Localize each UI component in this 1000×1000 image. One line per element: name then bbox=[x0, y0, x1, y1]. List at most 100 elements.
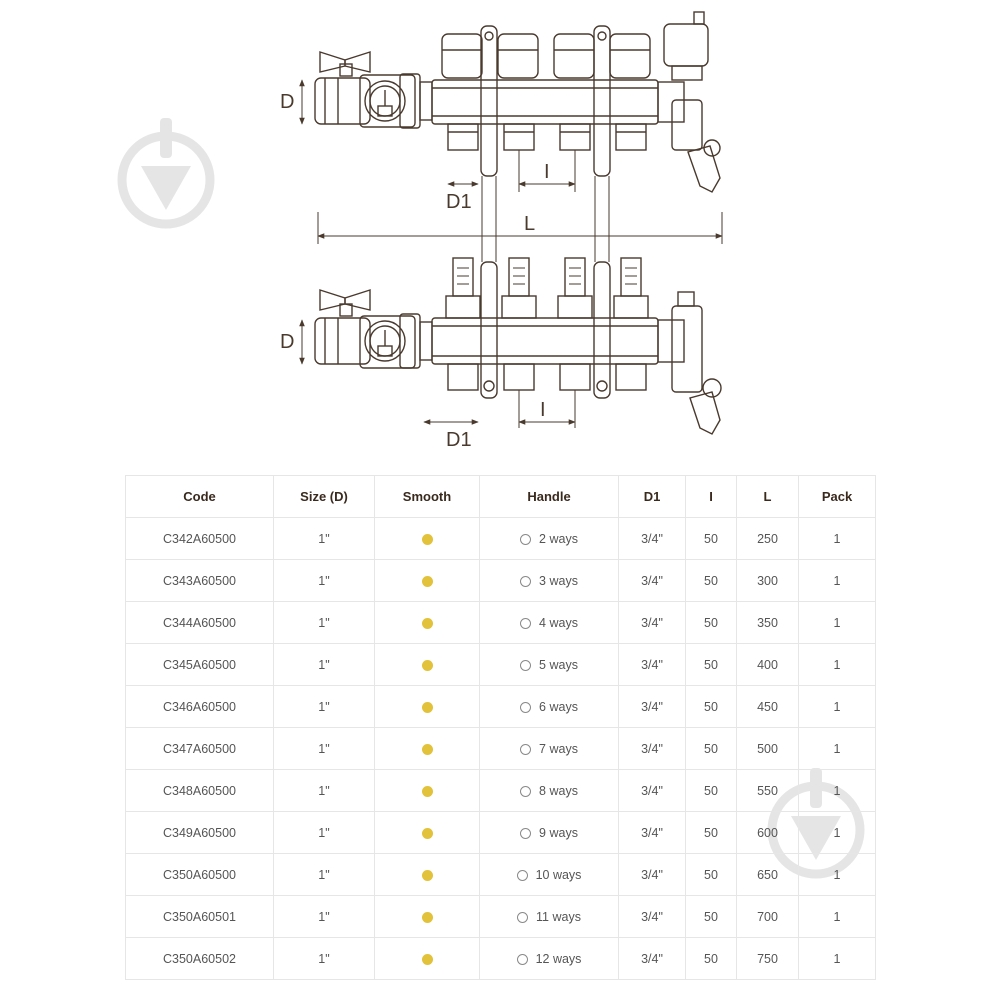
cell-i: 50 bbox=[685, 895, 737, 938]
filled-dot-icon bbox=[421, 617, 433, 629]
cell-smooth bbox=[374, 601, 480, 644]
cell-smooth bbox=[374, 727, 480, 770]
empty-circle-icon bbox=[520, 575, 532, 587]
cell-pack: 1 bbox=[798, 895, 876, 938]
cell-code: C343A60500 bbox=[125, 559, 274, 602]
empty-circle-icon bbox=[520, 827, 532, 839]
cell-l: 300 bbox=[736, 559, 799, 602]
cell-i: 50 bbox=[685, 559, 737, 602]
cell-size: 1" bbox=[273, 727, 375, 770]
header-handle: Handle bbox=[479, 475, 619, 518]
cell-l: 550 bbox=[736, 769, 799, 812]
cell-d1: 3/4" bbox=[618, 895, 686, 938]
cell-smooth bbox=[374, 811, 480, 854]
cell-size: 1" bbox=[273, 559, 375, 602]
dimension-label-d1-top: D1 bbox=[446, 191, 472, 213]
empty-circle-icon bbox=[520, 743, 532, 755]
cell-code: C346A60500 bbox=[125, 685, 274, 728]
cell-l: 600 bbox=[736, 811, 799, 854]
dimension-label-i-top: I bbox=[544, 161, 550, 183]
cell-l: 500 bbox=[736, 727, 799, 770]
cell-d1: 3/4" bbox=[618, 685, 686, 728]
cell-pack: 1 bbox=[798, 769, 876, 812]
cell-size: 1" bbox=[273, 811, 375, 854]
header-size: Size (D) bbox=[273, 475, 375, 518]
cell-d1: 3/4" bbox=[618, 811, 686, 854]
top-manifold bbox=[314, 11, 721, 193]
handle-ways: 7 ways bbox=[539, 741, 578, 756]
cell-i: 50 bbox=[685, 685, 737, 728]
header-l: L bbox=[736, 475, 799, 518]
cell-pack: 1 bbox=[798, 517, 876, 560]
cell-handle: 10 ways bbox=[479, 853, 619, 896]
cell-code: C347A60500 bbox=[125, 727, 274, 770]
cell-pack: 1 bbox=[798, 853, 876, 896]
bottom-manifold bbox=[314, 257, 722, 435]
cell-pack: 1 bbox=[798, 559, 876, 602]
handle-ways: 11 ways bbox=[536, 909, 581, 924]
cell-pack: 1 bbox=[798, 643, 876, 686]
cell-size: 1" bbox=[273, 643, 375, 686]
dimension-label-d1-bottom: D1 bbox=[446, 429, 472, 451]
cell-code: C344A60500 bbox=[125, 601, 274, 644]
filled-dot-icon bbox=[421, 827, 433, 839]
cell-l: 750 bbox=[736, 937, 799, 980]
cell-i: 50 bbox=[685, 517, 737, 560]
filled-dot-icon bbox=[421, 911, 433, 923]
cell-handle: 2 ways bbox=[479, 517, 619, 560]
cell-handle: 9 ways bbox=[479, 811, 619, 854]
header-i: I bbox=[685, 475, 737, 518]
spec-table: Code Size (D) Smooth Handle D1 I L Pack … bbox=[125, 475, 876, 980]
cell-d1: 3/4" bbox=[618, 727, 686, 770]
header-code: Code bbox=[125, 475, 274, 518]
empty-circle-icon bbox=[520, 785, 532, 797]
cell-handle: 5 ways bbox=[479, 643, 619, 686]
cell-d1: 3/4" bbox=[618, 601, 686, 644]
handle-ways: 3 ways bbox=[539, 573, 578, 588]
cell-smooth bbox=[374, 769, 480, 812]
empty-circle-icon bbox=[516, 953, 528, 965]
cell-smooth bbox=[374, 643, 480, 686]
cell-size: 1" bbox=[273, 853, 375, 896]
dimension-label-i-bottom: I bbox=[540, 399, 546, 421]
table-header-row: Code Size (D) Smooth Handle D1 I L Pack bbox=[125, 475, 876, 518]
filled-dot-icon bbox=[421, 869, 433, 881]
handle-ways: 8 ways bbox=[539, 783, 578, 798]
cell-smooth bbox=[374, 685, 480, 728]
dimension-label-d-bottom: D bbox=[280, 331, 294, 353]
cell-handle: 8 ways bbox=[479, 769, 619, 812]
cell-smooth bbox=[374, 853, 480, 896]
cell-l: 700 bbox=[736, 895, 799, 938]
cell-code: C345A60500 bbox=[125, 643, 274, 686]
cell-l: 250 bbox=[736, 517, 799, 560]
handle-ways: 12 ways bbox=[535, 951, 582, 966]
filled-dot-icon bbox=[421, 575, 433, 587]
dimension-label-l: L bbox=[524, 213, 535, 235]
filled-dot-icon bbox=[421, 701, 433, 713]
cell-code: C350A60501 bbox=[125, 895, 274, 938]
handle-ways: 9 ways bbox=[539, 825, 578, 840]
cell-size: 1" bbox=[273, 601, 375, 644]
cell-pack: 1 bbox=[798, 685, 876, 728]
cell-d1: 3/4" bbox=[618, 937, 686, 980]
cell-size: 1" bbox=[273, 895, 375, 938]
empty-circle-icon bbox=[520, 659, 532, 671]
cell-code: C348A60500 bbox=[125, 769, 274, 812]
header-pack: Pack bbox=[798, 475, 876, 518]
cell-d1: 3/4" bbox=[618, 559, 686, 602]
cell-i: 50 bbox=[685, 937, 737, 980]
cell-size: 1" bbox=[273, 517, 375, 560]
filled-dot-icon bbox=[421, 953, 433, 965]
cell-smooth bbox=[374, 559, 480, 602]
filled-dot-icon bbox=[421, 533, 433, 545]
cell-code: C349A60500 bbox=[125, 811, 274, 854]
cell-handle: 12 ways bbox=[479, 937, 619, 980]
handle-ways: 2 ways bbox=[539, 531, 578, 546]
cell-handle: 6 ways bbox=[479, 685, 619, 728]
